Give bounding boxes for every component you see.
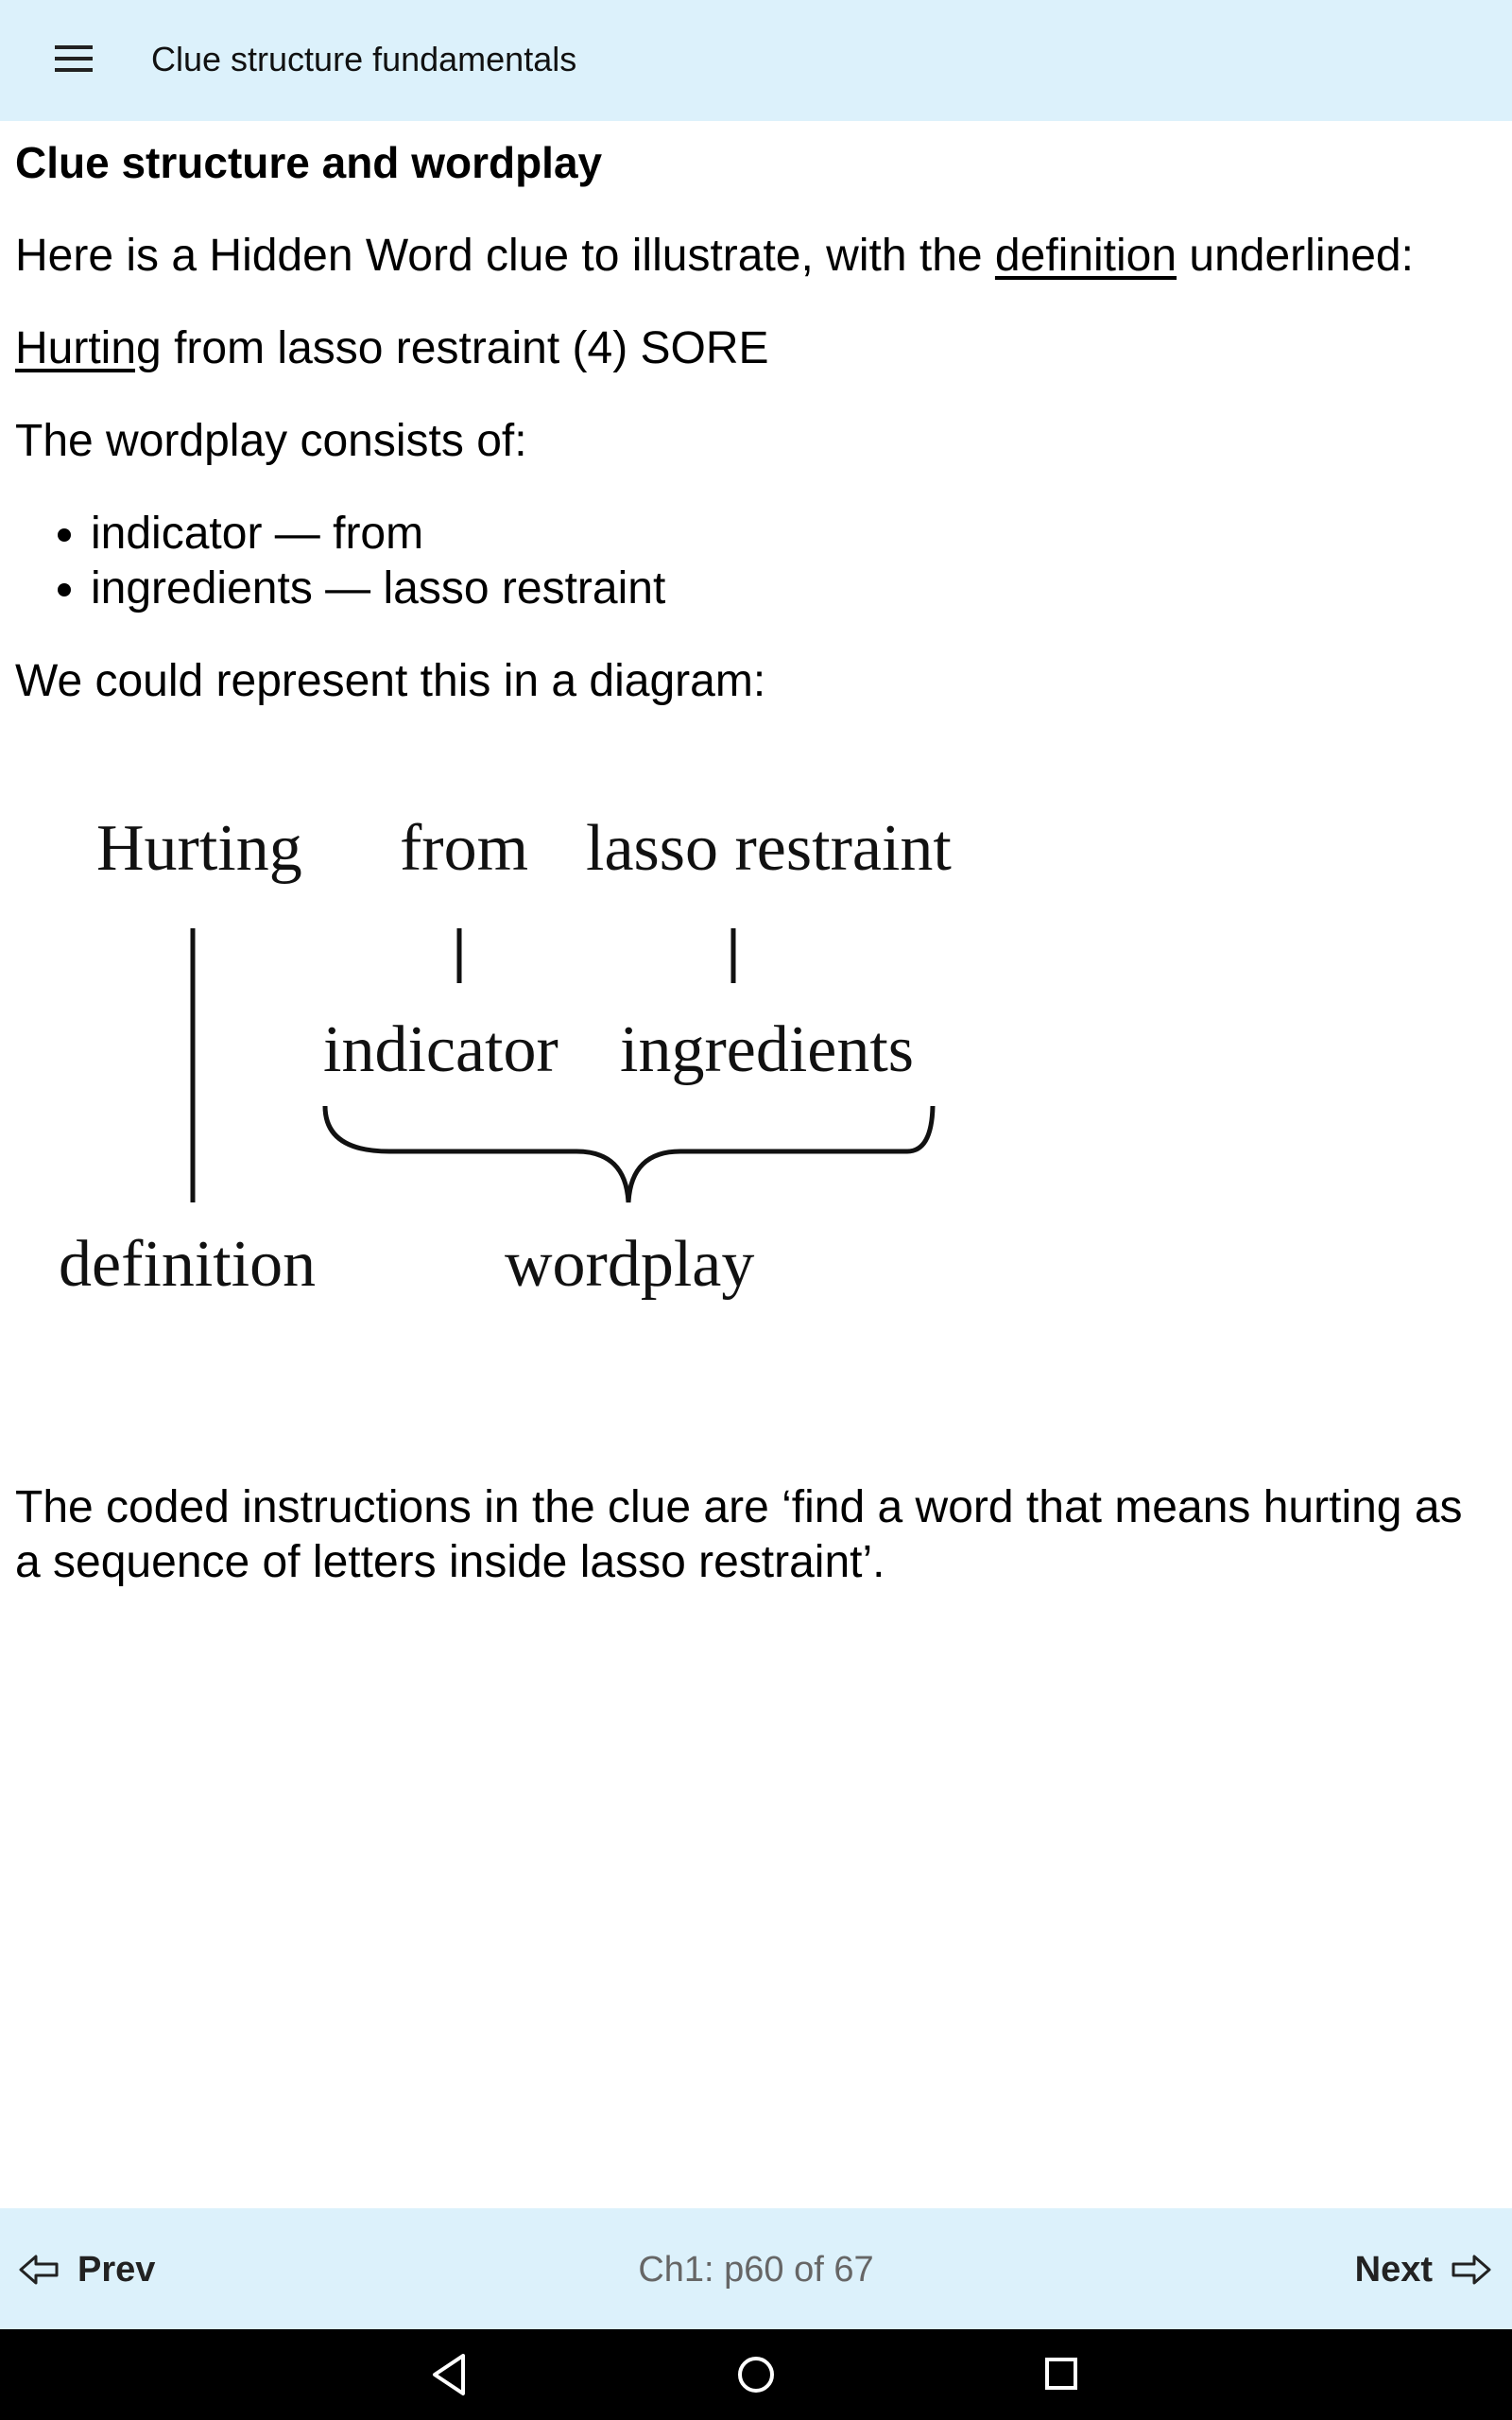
intro-text-before: Here is a Hidden Word clue to illustrate… bbox=[15, 231, 995, 281]
arrow-right-icon bbox=[1452, 2255, 1491, 2285]
list-item: ingredients — lasso restraint bbox=[91, 562, 1497, 616]
wordplay-intro: The wordplay consists of: bbox=[15, 416, 527, 466]
next-label: Next bbox=[1354, 2249, 1433, 2290]
diagram-word-hurting: Hurting bbox=[96, 812, 302, 885]
page-indicator: Ch1: p60 of 67 bbox=[638, 2250, 874, 2290]
diagram-label-wordplay: wordplay bbox=[505, 1228, 754, 1301]
clue-structure-diagram: Hurting from lasso restraint indicator i… bbox=[59, 812, 952, 1301]
hamburger-menu-icon[interactable] bbox=[55, 45, 96, 76]
diagram-word-from: from bbox=[400, 812, 528, 885]
arrow-left-icon bbox=[19, 2255, 59, 2285]
example-clue: Hurting from lasso restraint (4) SORE bbox=[15, 321, 1497, 376]
recents-square-icon[interactable] bbox=[1036, 2348, 1089, 2401]
definition-underlined-word: definition bbox=[994, 231, 1177, 281]
next-button[interactable]: Next bbox=[1355, 2246, 1493, 2293]
diagram-word-lasso-restraint: lasso restraint bbox=[586, 812, 952, 885]
app-bar: Clue structure fundamentals bbox=[0, 0, 1512, 121]
chapter-content: Clue structure and wordplay Here is a Hi… bbox=[15, 121, 1497, 709]
system-navigation-bar bbox=[0, 2329, 1512, 2420]
back-triangle-icon[interactable] bbox=[423, 2348, 476, 2401]
diagram-brace bbox=[322, 1105, 936, 1203]
intro-text-after: underlined: bbox=[1177, 231, 1414, 281]
prev-label: Prev bbox=[77, 2249, 156, 2290]
section-heading: Clue structure and wordplay bbox=[15, 138, 603, 187]
page-navigation-bar: Prev Ch1: p60 of 67 Next bbox=[0, 2208, 1512, 2329]
intro-paragraph: Here is a Hidden Word clue to illustrate… bbox=[15, 229, 1497, 284]
prev-button[interactable]: Prev bbox=[17, 2246, 155, 2293]
home-circle-icon[interactable] bbox=[730, 2348, 782, 2401]
clue-rest: from lasso restraint (4) SORE bbox=[161, 323, 769, 373]
clue-definition: Hurting bbox=[15, 323, 162, 373]
closing-paragraph: The coded instructions in the clue are ‘… bbox=[15, 1482, 1463, 1587]
diagram-label-ingredients: ingredients bbox=[620, 1013, 914, 1086]
diagram-label-indicator: indicator bbox=[323, 1013, 558, 1086]
page-title: Clue structure fundamentals bbox=[151, 40, 577, 78]
diagram-intro: We could represent this in a diagram: bbox=[15, 656, 766, 706]
wordplay-list: indicator — from ingredients — lasso res… bbox=[15, 507, 1497, 616]
diagram-label-definition: definition bbox=[59, 1228, 316, 1301]
list-item: indicator — from bbox=[91, 507, 1497, 562]
